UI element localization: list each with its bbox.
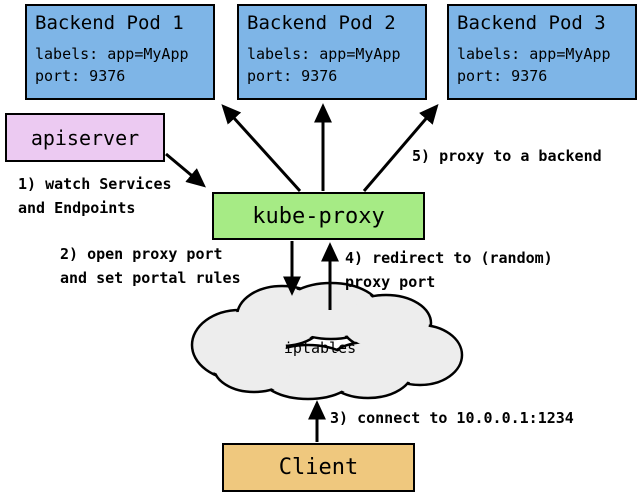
step-2-open-proxy-port-label: 2) open proxy port and set portal rules: [60, 245, 241, 287]
arrow-kube-proxy-to-pod-1: [221, 104, 302, 193]
pod-title: Backend Pod 2: [247, 12, 396, 34]
backend-pod-3-box: Backend Pod 3 labels: app=MyApp port: 93…: [447, 4, 637, 100]
kube-proxy-box: kube-proxy: [212, 192, 425, 240]
client-box: Client: [222, 443, 415, 492]
pod-labels-line: labels: app=MyApp: [247, 45, 401, 63]
pod-port-line: port: 9376: [247, 67, 338, 85]
pod-port-line: port: 9376: [35, 67, 126, 85]
kube-proxy-label: kube-proxy: [252, 203, 385, 229]
step-1-watch-services-label: 1) watch Services and Endpoints: [18, 175, 172, 217]
step-4-redirect-label: 4) redirect to (random) proxy port: [345, 249, 553, 291]
pod-title: Backend Pod 3: [457, 12, 606, 34]
pod-labels-line: labels: app=MyApp: [35, 45, 189, 63]
apiserver-box: apiserver: [5, 113, 165, 162]
iptables-cloud-label: iptables: [283, 339, 357, 357]
pod-port-line: port: 9376: [457, 67, 548, 85]
step-3-connect-label: 3) connect to 10.0.0.1:1234: [330, 409, 574, 427]
apiserver-label: apiserver: [30, 125, 140, 150]
client-label: Client: [278, 455, 359, 480]
pod-labels-line: labels: app=MyApp: [457, 45, 611, 63]
pod-title: Backend Pod 1: [35, 12, 184, 34]
step-5-proxy-backend-label: 5) proxy to a backend: [412, 147, 602, 165]
backend-pod-2-box: Backend Pod 2 labels: app=MyApp port: 93…: [237, 4, 427, 100]
arrow-apiserver-to-kube-proxy: [165, 152, 206, 188]
backend-pod-1-box: Backend Pod 1 labels: app=MyApp port: 93…: [25, 4, 215, 100]
